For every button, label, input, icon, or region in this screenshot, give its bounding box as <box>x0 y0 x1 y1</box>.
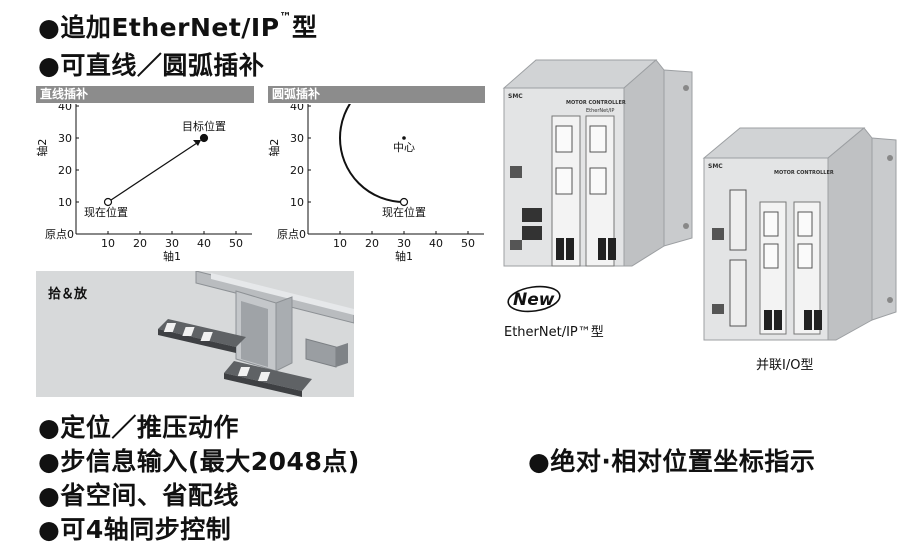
x-tick-label: 50 <box>461 237 475 250</box>
current-point-label: 现在位置 <box>84 205 128 219</box>
origin-label: 原点0 <box>45 228 74 241</box>
x-tick-label: 30 <box>397 237 411 250</box>
y-tick-label: 10 <box>58 196 72 209</box>
y-tick-label: 20 <box>58 164 72 177</box>
pick-place-label: 拾＆放 <box>48 287 88 302</box>
x-tick-label: 10 <box>101 237 115 250</box>
y-tick-label: 30 <box>58 132 72 145</box>
current-point <box>103 197 113 207</box>
x-tick-label: 20 <box>133 237 147 250</box>
x-axis-label: 轴1 <box>163 249 181 263</box>
x-tick-label: 50 <box>229 237 243 250</box>
feature-positioning: ●定位／推压动作 <box>38 413 239 442</box>
ethernet-sub-label: EtherNet/IP <box>586 108 614 114</box>
chart-linear-title: 直线插补 <box>36 86 254 103</box>
interpolation-path <box>107 140 201 203</box>
feature-space-saving: ●省空间、省配线 <box>38 481 239 510</box>
pick-place-photo: 拾＆放 <box>36 271 354 397</box>
x-tick-label: 40 <box>429 237 443 250</box>
feature-interpolation: ●可直线／圆弧插补 <box>38 51 265 80</box>
ethernet-front-label: MOTOR CONTROLLER <box>566 100 626 106</box>
origin-label: 原点0 <box>277 228 306 241</box>
parallel-brand-text: SMC <box>708 163 723 170</box>
ethernet-caption: EtherNet/IP™型 <box>504 325 604 340</box>
y-tick-label: 30 <box>290 132 304 145</box>
current-point <box>399 197 409 207</box>
x-tick-label: 40 <box>197 237 211 250</box>
y-tick-label: 40 <box>58 104 72 113</box>
new-badge-ring <box>507 285 561 313</box>
chart-arc-title: 圆弧插补 <box>268 86 485 103</box>
feature-step-input: ●步信息输入(最大2048点) <box>38 447 360 476</box>
ethernet-ip-controller-image: SMC MOTOR CONTROLLER EtherNet/IP <box>502 59 693 267</box>
ethernet-brand-text: SMC <box>508 93 523 100</box>
y-tick-label: 10 <box>290 196 304 209</box>
path-arrowhead <box>193 140 201 146</box>
y-axis-label: 轴2 <box>268 139 281 157</box>
parallel-io-controller-image: SMC MOTOR CONTROLLER <box>702 127 897 341</box>
feature-position-coordinate: ●绝对·相对位置坐标指示 <box>528 447 816 476</box>
chart-arc: 10203040501020304050原点0轴1轴2中心现在位置目标位置 <box>268 104 484 263</box>
target-point-label: 目标位置 <box>182 119 226 133</box>
gantry-illustration <box>158 271 354 397</box>
arc-center-point <box>402 136 406 140</box>
interpolation-arc <box>339 104 405 203</box>
parallel-front-label: MOTOR CONTROLLER <box>774 170 834 176</box>
x-axis-label: 轴1 <box>395 249 413 263</box>
x-tick-label: 10 <box>333 237 347 250</box>
x-tick-label: 30 <box>165 237 179 250</box>
new-badge: New <box>513 290 555 310</box>
current-point-label: 现在位置 <box>382 205 426 219</box>
y-tick-label: 40 <box>290 104 304 113</box>
feature-ethernet-ip: ●追加EtherNet/IP™型 <box>38 10 318 42</box>
parallel-caption: 并联I/O型 <box>756 358 814 373</box>
chart-linear: 10203040501020304050原点0轴1轴2现在位置目标位置 <box>36 104 252 263</box>
arc-center-label: 中心 <box>393 141 415 154</box>
y-axis-label: 轴2 <box>36 139 49 157</box>
target-point <box>199 133 209 143</box>
y-tick-label: 20 <box>290 164 304 177</box>
x-tick-label: 20 <box>365 237 379 250</box>
feature-4-axis-sync: ●可4轴同步控制 <box>38 515 232 544</box>
